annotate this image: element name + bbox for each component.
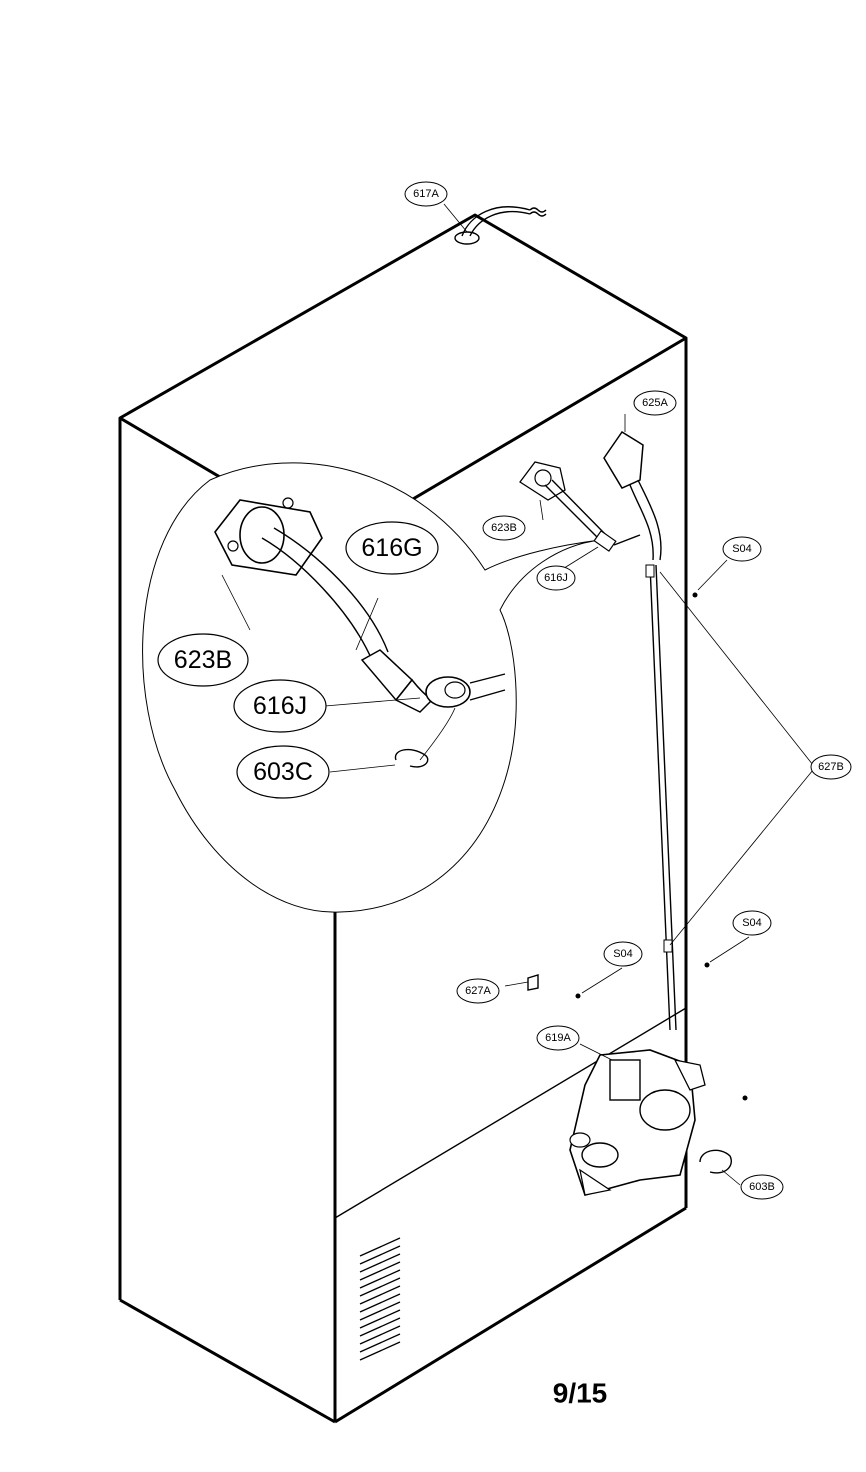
callout-616G-large: 616G: [345, 521, 439, 575]
grille-slat: [359, 1325, 401, 1345]
grille-slat: [359, 1245, 401, 1265]
svg-text:603C: 603C: [253, 758, 313, 786]
svg-text:619A: 619A: [545, 1032, 571, 1044]
grille-slat: [359, 1253, 401, 1273]
hardware-parts: [527, 592, 748, 1174]
grille-slat: [359, 1341, 401, 1361]
svg-text:S04: S04: [742, 917, 762, 929]
grille-slat: [359, 1333, 401, 1353]
callout-603C-large: 603C: [236, 745, 330, 799]
grille-slat: [359, 1309, 401, 1329]
svg-text:623B: 623B: [174, 646, 232, 674]
callout-623B-large: 623B: [157, 633, 249, 687]
callout-625A: 625A: [633, 390, 677, 416]
callout-627A: 627A: [456, 978, 500, 1004]
callout-619A: 619A: [536, 1025, 580, 1051]
svg-text:616G: 616G: [361, 534, 422, 562]
leader-lines: [221, 203, 814, 1186]
mounted-tube-assembly: [519, 461, 641, 552]
grille-slat: [359, 1237, 401, 1257]
ventilation-grille: [359, 1237, 401, 1361]
callout-S04-mid: S04: [603, 941, 643, 967]
callout-627B: 627B: [810, 754, 852, 780]
grille-slat: [359, 1269, 401, 1289]
callout-S04-top: S04: [722, 536, 762, 562]
svg-text:617A: 617A: [413, 188, 439, 200]
svg-text:616J: 616J: [544, 572, 568, 584]
water-valve-assembly: [569, 1049, 706, 1196]
harness-module: [603, 430, 677, 1031]
callout-616J-small: 616J: [536, 565, 576, 591]
svg-text:627B: 627B: [818, 761, 844, 773]
grille-slat: [359, 1277, 401, 1297]
top-water-outlet: [454, 206, 547, 245]
detail-tube-assembly: [214, 497, 506, 768]
grille-slat: [359, 1293, 401, 1313]
svg-text:603B: 603B: [749, 1181, 775, 1193]
grille-slat: [359, 1261, 401, 1281]
grille-slat: [359, 1285, 401, 1305]
grille-slat: [359, 1317, 401, 1337]
svg-text:S04: S04: [732, 543, 752, 555]
svg-text:S04: S04: [613, 948, 633, 960]
svg-text:627A: 627A: [465, 985, 491, 997]
detail-magnifier: [142, 462, 601, 913]
callout-617A: 617A: [404, 181, 448, 207]
callout-603B: 603B: [740, 1174, 784, 1200]
svg-text:625A: 625A: [642, 397, 668, 409]
svg-text:616J: 616J: [253, 692, 307, 720]
callout-S04-right: S04: [732, 910, 772, 936]
grille-slat: [359, 1301, 401, 1321]
svg-text:623B: 623B: [491, 522, 517, 534]
callout-616J-large: 616J: [233, 679, 327, 733]
callout-623B-small: 623B: [482, 515, 526, 541]
page-number: 9/15: [553, 1378, 608, 1409]
